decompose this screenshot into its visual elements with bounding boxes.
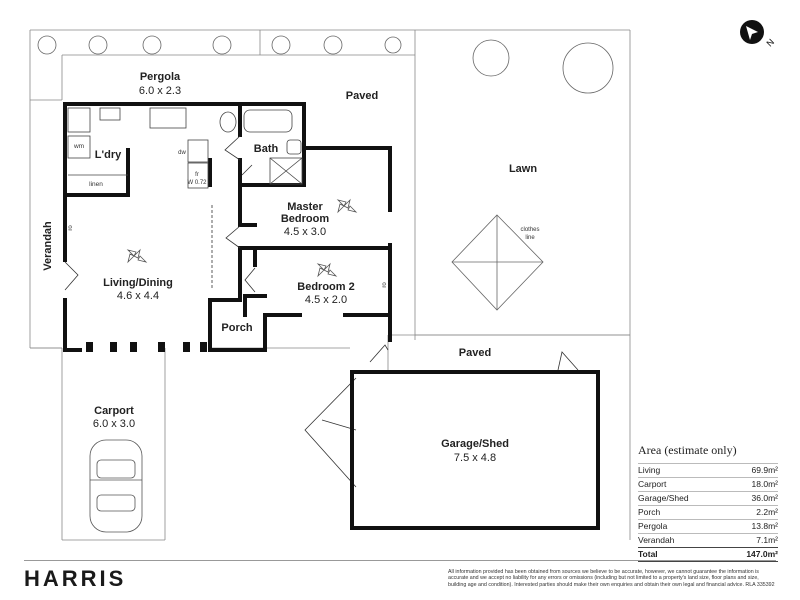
garage-label: Garage/Shed — [441, 438, 509, 450]
bedroom2-robe-label: ro — [382, 282, 388, 288]
laundry-fixtures — [67, 107, 209, 189]
bath-fixtures — [219, 109, 303, 185]
doors — [64, 135, 579, 488]
garage-walls — [350, 370, 600, 530]
disclaimer-text: All information provided has been obtain… — [448, 569, 775, 588]
lawn-label: Lawn — [509, 163, 537, 175]
brand-logo: HARRIS — [24, 566, 127, 591]
trees — [37, 35, 614, 94]
carport-label: Carport — [94, 405, 134, 417]
car-icon — [89, 439, 143, 533]
linen-label: linen — [89, 181, 103, 188]
dishwasher-label: dw — [178, 150, 186, 156]
pergola-size: 6.0 x 2.3 — [139, 85, 181, 97]
verandah-robe-label: ro — [68, 225, 74, 231]
fridge-width-label: W 0.72 — [187, 180, 207, 186]
carport-size: 6.0 x 3.0 — [93, 418, 135, 430]
ceiling-fans — [126, 198, 358, 278]
bedroom2-size: 4.5 x 2.0 — [305, 294, 347, 306]
area-title: Area (estimate only) — [638, 443, 737, 457]
garage-size: 7.5 x 4.8 — [454, 452, 496, 464]
house-walls — [63, 102, 392, 352]
living-size: 4.6 x 4.4 — [117, 290, 159, 302]
compass-north-label: N — [764, 37, 776, 49]
paved-mid-label: Paved — [459, 347, 491, 359]
fridge-label: fr — [195, 172, 199, 178]
verandah-label: Verandah — [42, 221, 54, 271]
living-bottom-posts — [86, 342, 207, 352]
washing-machine-label: wm — [73, 143, 84, 150]
paved-top-label: Paved — [346, 90, 378, 102]
master-label-2: Bedroom — [281, 213, 330, 225]
clothes-line-label-1: clothes — [520, 227, 539, 233]
footer-divider — [24, 560, 776, 561]
pergola-label: Pergola — [140, 71, 181, 83]
clothes-line-label-2: line — [525, 235, 535, 241]
bath-label: Bath — [254, 143, 279, 155]
north-compass-icon: N — [740, 20, 776, 49]
master-size: 4.5 x 3.0 — [284, 226, 326, 238]
bedroom2-label: Bedroom 2 — [297, 281, 354, 293]
master-label-1: Master — [287, 201, 323, 213]
laundry-label: L'dry — [95, 149, 122, 161]
porch-label: Porch — [221, 322, 252, 334]
living-label: Living/Dining — [103, 277, 173, 289]
clothes-line — [451, 214, 544, 311]
